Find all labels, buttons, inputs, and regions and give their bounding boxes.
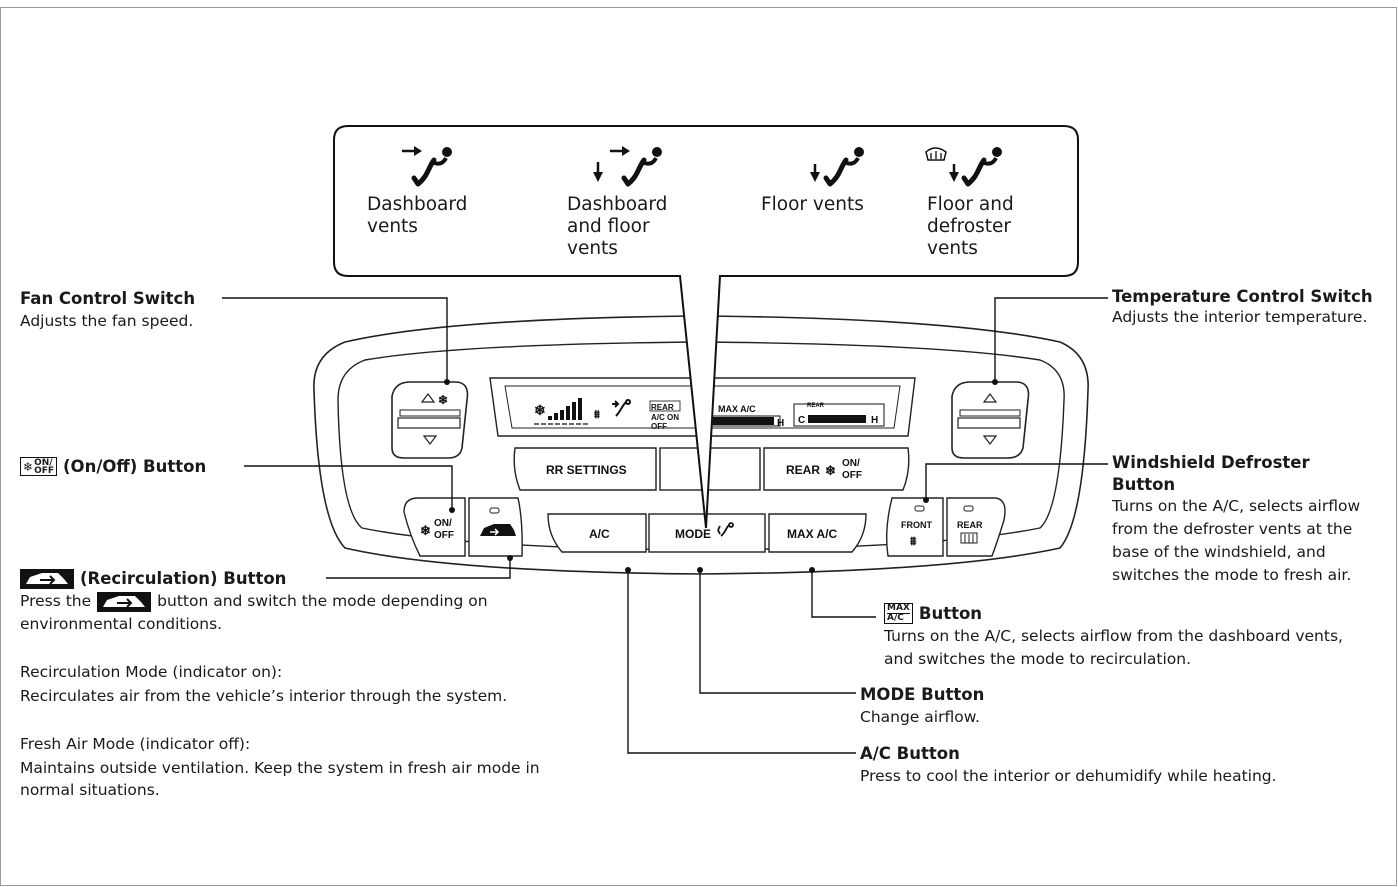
max-ac-desc-2: and switches the mode to recirculation. [884,650,1192,668]
display-defrost-glyph: ⩩ [594,409,600,421]
fresh-mode-desc-2: normal situations. [20,781,160,799]
display-max-ac-text: MAX A/C [718,404,756,414]
recirc-mode-heading: Recirculation Mode (indicator on): [20,663,283,681]
temperature-control-switch [951,381,1030,459]
front-defroster-button [885,497,944,557]
mode-button-glyph [717,522,734,537]
svg-text:RR SETTINGS: RR SETTINGS [546,463,627,477]
recirculation-inline-icon [97,591,152,612]
max-ac-callout-title: MAX A/C Button [884,603,982,624]
on-off-button [403,497,466,557]
svg-text:OFF: OFF [434,530,454,541]
rear-fan-on-off-button [763,447,910,491]
leader-dots [444,379,998,573]
fan-control-desc: Adjusts the fan speed. [20,312,194,330]
display-off-text: OFF [651,422,667,431]
mode-callout-desc: Change airflow. [860,708,980,726]
svg-text:❄: ❄ [438,393,448,407]
ac-callout-title: A/C Button [860,744,960,763]
display-rear-text: REAR [651,403,674,412]
on-off-callout-title: ❄ ON/OFF (On/Off) Button [20,456,206,477]
dashboard-vent-icon [402,146,452,187]
display-ac-on-text: A/C ON [651,413,679,422]
leader-temperature [994,297,1108,382]
svg-text:A/C: A/C [589,527,610,541]
recirculation-desc-line1: Press the button and switch the mode dep… [20,591,488,612]
display-mode-glyph [612,399,632,417]
rr-settings-button [513,447,657,491]
leader-mode [699,570,856,694]
ac-callout-desc: Press to cool the interior or dehumidify… [860,767,1277,785]
leader-max-ac [811,570,876,618]
svg-text:OFF: OFF [842,470,862,481]
on-off-callout-icon: ❄ ON/OFF [20,457,58,476]
mode-callout-title: MODE Button [860,685,985,704]
defroster-desc-4: switches the mode to fresh air. [1112,566,1352,584]
svg-text:ON/: ON/ [842,458,860,469]
svg-text:REAR: REAR [957,520,983,530]
defroster-title-1: Windshield Defroster [1112,453,1310,472]
max-ac-desc-1: Turns on the A/C, selects airflow from t… [884,627,1343,645]
recirculation-callout-title: (Recirculation) Button [20,568,286,589]
temperature-control-desc: Adjusts the interior temperature. [1112,308,1368,326]
defroster-title-2: Button [1112,475,1176,494]
svg-text:❄: ❄ [825,463,836,478]
ac-button [547,513,647,553]
floor-vent-icon [810,147,864,187]
leader-on-off [244,465,453,510]
fresh-mode-heading: Fresh Air Mode (indicator off): [20,735,251,753]
max-ac-button [768,513,867,553]
defroster-desc-1: Turns on the A/C, selects airflow [1112,497,1361,515]
svg-text:FRONT: FRONT [901,520,932,530]
svg-text:MODE: MODE [675,527,711,541]
svg-text:❄: ❄ [420,523,431,538]
fan-control-switch: ❄ [391,381,469,459]
svg-text:❄: ❄ [534,402,546,418]
defroster-desc-2: from the defroster vents at the [1112,520,1353,538]
leader-ac [627,570,856,754]
recirc-mode-desc: Recirculates air from the vehicle’s inte… [20,687,508,705]
temperature-control-title: Temperature Control Switch [1112,287,1373,306]
display-temp-h-left: H [777,418,784,429]
svg-text:MAX A/C: MAX A/C [787,527,838,541]
svg-text:REAR: REAR [786,463,820,477]
defroster-desc-3: base of the windshield, and [1112,543,1326,561]
fan-control-title: Fan Control Switch [20,289,196,308]
leader-lines [222,297,1108,754]
svg-text:ON/: ON/ [434,518,452,529]
display-temp-c: C [798,415,805,426]
leader-defroster [925,463,1108,500]
fresh-mode-desc-1: Maintains outside ventilation. Keep the … [20,759,540,777]
svg-text:⩩: ⩩ [910,534,917,548]
floor-defroster-vent-icon [925,147,1002,187]
mode-popup-bubble [333,125,1079,529]
leader-recirculation [326,558,511,579]
recirculation-desc-line2: environmental conditions. [20,615,223,633]
recirc-car-glyph [480,524,516,536]
recirculation-car-icon [20,568,74,589]
max-ac-icon: MAX A/C [884,603,913,624]
display-temp-h-right: H [871,415,878,426]
vent-label-floor: Floor vents [761,194,864,215]
display-temp-right-bars [808,415,866,423]
dashboard-floor-vent-icon [593,146,662,187]
display-rear-small: REAR [807,403,825,409]
fan-speed-bars: ❄ [534,398,588,425]
leader-fan-control [222,297,448,382]
display-temp-left-bars [701,415,781,427]
